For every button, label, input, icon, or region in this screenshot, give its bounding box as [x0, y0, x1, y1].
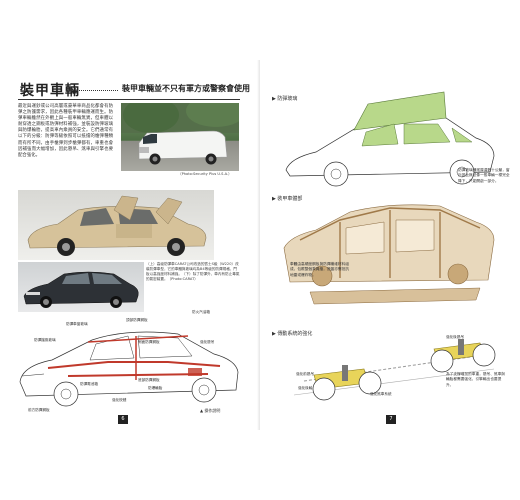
label-rear-suspension: 強化後懸吊: [446, 335, 464, 339]
page-title: 裝甲車輛: [20, 83, 80, 99]
right-page-number: 7: [386, 415, 396, 424]
footer-link[interactable]: ▲ 操作說明: [200, 408, 221, 413]
section-bulletproof-glass: ▶ 防彈玻璃: [272, 96, 298, 102]
left-page: 裝甲車輛 裝甲車輛並不只有軍方或警察會使用 最近與運鈔或公司高層或豪華車商品化都…: [18, 83, 250, 424]
header-rule: [18, 99, 240, 100]
label-battery: 防彈電池箱: [80, 382, 98, 386]
van-photo: [121, 103, 239, 171]
dark-sedan-photo: [18, 262, 144, 312]
sedan-doors-open-photo: [18, 190, 214, 260]
armored-body-frame-diagram: [283, 204, 495, 305]
label-rear-axle: 強化後軸: [298, 386, 313, 390]
bulletproof-glass-car-diagram: [285, 91, 495, 187]
label-run-flat: 防爆輪胎: [148, 386, 163, 390]
beige-sedan-illustration: [27, 195, 207, 256]
left-page-number: 6: [118, 415, 128, 424]
label-bulletproof-glass-top: 防彈車窗玻璃: [66, 322, 88, 326]
section2-note: 車體由高硬度鋼板與防彈纖維材料組成，包覆整個乘員艙，底盤亦需抵抗地雷或爆炸物。: [290, 262, 349, 277]
section-armored-body: ▶ 裝甲車體部: [272, 196, 303, 202]
label-fuel-tank: 防火汽油箱: [192, 310, 210, 314]
van-illustration: [121, 103, 239, 165]
label-hinge: 強化鉸鏈: [112, 398, 127, 402]
right-page: ▶ 防彈玻璃 防彈玻璃通常厚達數十公釐，窗戶因此無法像一般車輛一樣完全降下，只能…: [260, 0, 520, 500]
label-roof-armor: 頂部防彈鋼板: [126, 318, 148, 322]
label-front-protection: 前方防彈鋼板: [28, 408, 50, 412]
van-caption: （Photo:Security Plus U.S.A.）: [178, 172, 232, 176]
label-brake: 強化煞車系統: [370, 392, 392, 396]
label-front-suspension: 強化前懸吊: [296, 372, 314, 376]
section-drivetrain: ▶ 傳動系統的強化: [272, 331, 313, 337]
section3-note: 為了支撐增加的車重，懸吊、煞車與輪胎都需要強化，引擎輸出也要提升。: [446, 372, 505, 387]
armored-car-cutaway-diagram: [19, 331, 239, 407]
label-suspension: 強化懸吊: [200, 340, 215, 344]
label-floor-armor: 底部防彈鋼板: [138, 378, 160, 382]
section1-note: 防彈玻璃通常厚達數十公釐，窗戶因此無法像一般車輛一樣完全降下，只能開啟一部分。: [458, 168, 510, 183]
label-side-armor: 側面防彈鋼板: [138, 340, 160, 344]
sedan-caption: （上）高級防彈車CARAT公司改造的賓士S級（W220）改裝防彈車型，它的車體與…: [146, 262, 240, 281]
page-subtitle: 裝甲車輛並不只有軍方或警察會使用: [122, 84, 250, 93]
dark-sedan-illustration: [23, 271, 139, 308]
body-text: 最近與運鈔或公司高層或豪華車商品化都會有防彈之防護需求，因此各種裝甲車輛應運而生…: [18, 104, 113, 158]
drivetrain-suspension-diagram: [293, 339, 496, 401]
label-bulletproof-glass-side: 防彈擋風玻璃: [34, 338, 56, 342]
title-dotted-leader: [66, 90, 118, 91]
